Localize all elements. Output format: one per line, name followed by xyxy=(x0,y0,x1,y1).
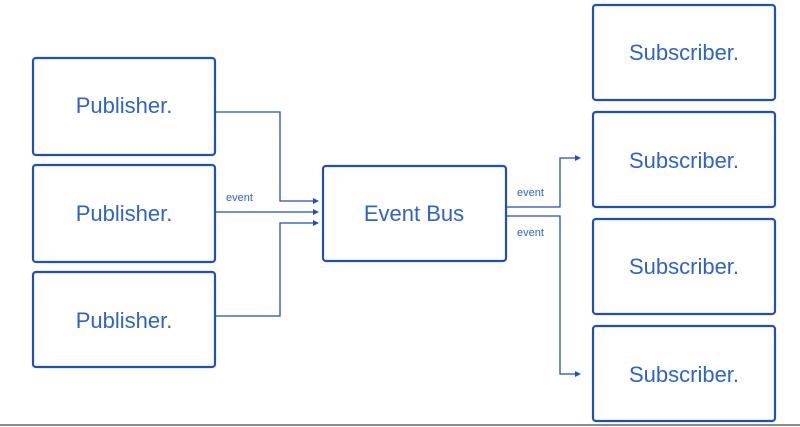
arrowhead-subscriber-2 xyxy=(575,155,581,161)
event-bus-label: Event Bus xyxy=(364,201,464,226)
edge-publisher-1-to-bus xyxy=(215,111,313,202)
publisher-label-1: Publisher. xyxy=(76,93,173,118)
edge-publisher-3-to-bus xyxy=(215,222,313,317)
subscriber-box-2 xyxy=(591,110,777,209)
event-bus-box xyxy=(321,164,508,263)
publisher-box-2 xyxy=(31,163,217,264)
publisher-box-1 xyxy=(31,56,217,157)
publisher-node-2: Publisher. xyxy=(31,163,217,264)
arrowhead-publisher-1 xyxy=(313,198,319,204)
subscriber-label-4: Subscriber. xyxy=(629,362,739,387)
edge-label-bus-to-subscriber-lower: event xyxy=(517,227,544,239)
arrowhead-publisher-2 xyxy=(313,209,319,215)
arrowhead-publisher-3 xyxy=(313,220,319,226)
subscriber-box-3 xyxy=(591,217,777,316)
publisher-label-3: Publisher. xyxy=(76,308,173,333)
edge-label-bus-to-subscriber-upper: event xyxy=(517,187,544,199)
subscriber-box-4 xyxy=(591,324,777,423)
edge-bus-to-subscriber-4 xyxy=(506,215,575,375)
publisher-label-2: Publisher. xyxy=(76,201,173,226)
subscriber-node-3: Subscriber. xyxy=(591,217,777,316)
arrowhead-subscriber-4 xyxy=(575,371,581,377)
publisher-node-3: Publisher. xyxy=(31,270,217,369)
publisher-node-1: Publisher. xyxy=(31,56,217,157)
event-bus-node: Event Bus xyxy=(321,164,508,263)
subscriber-label-1: Subscriber. xyxy=(629,40,739,65)
subscriber-node-2: Subscriber. xyxy=(591,110,777,209)
edge-label-publisher-to-bus: event xyxy=(226,192,253,204)
subscriber-node-4: Subscriber. xyxy=(591,324,777,423)
edge-bus-to-subscriber-2 xyxy=(506,157,575,208)
subscriber-label-3: Subscriber. xyxy=(629,254,739,279)
subscriber-node-1: Subscriber. xyxy=(591,3,777,102)
subscriber-label-2: Subscriber. xyxy=(629,148,739,173)
subscriber-box-1 xyxy=(591,3,777,102)
publisher-box-3 xyxy=(31,270,217,369)
